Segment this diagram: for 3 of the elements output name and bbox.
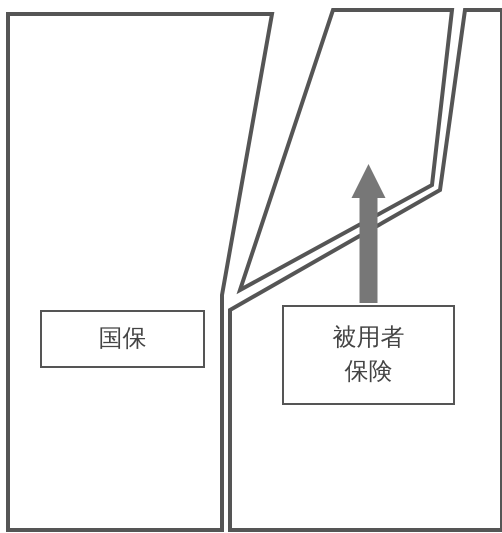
label-box: 被用者保険 bbox=[282, 305, 455, 405]
label-box: 国保 bbox=[40, 310, 205, 368]
arrow bbox=[352, 164, 386, 303]
